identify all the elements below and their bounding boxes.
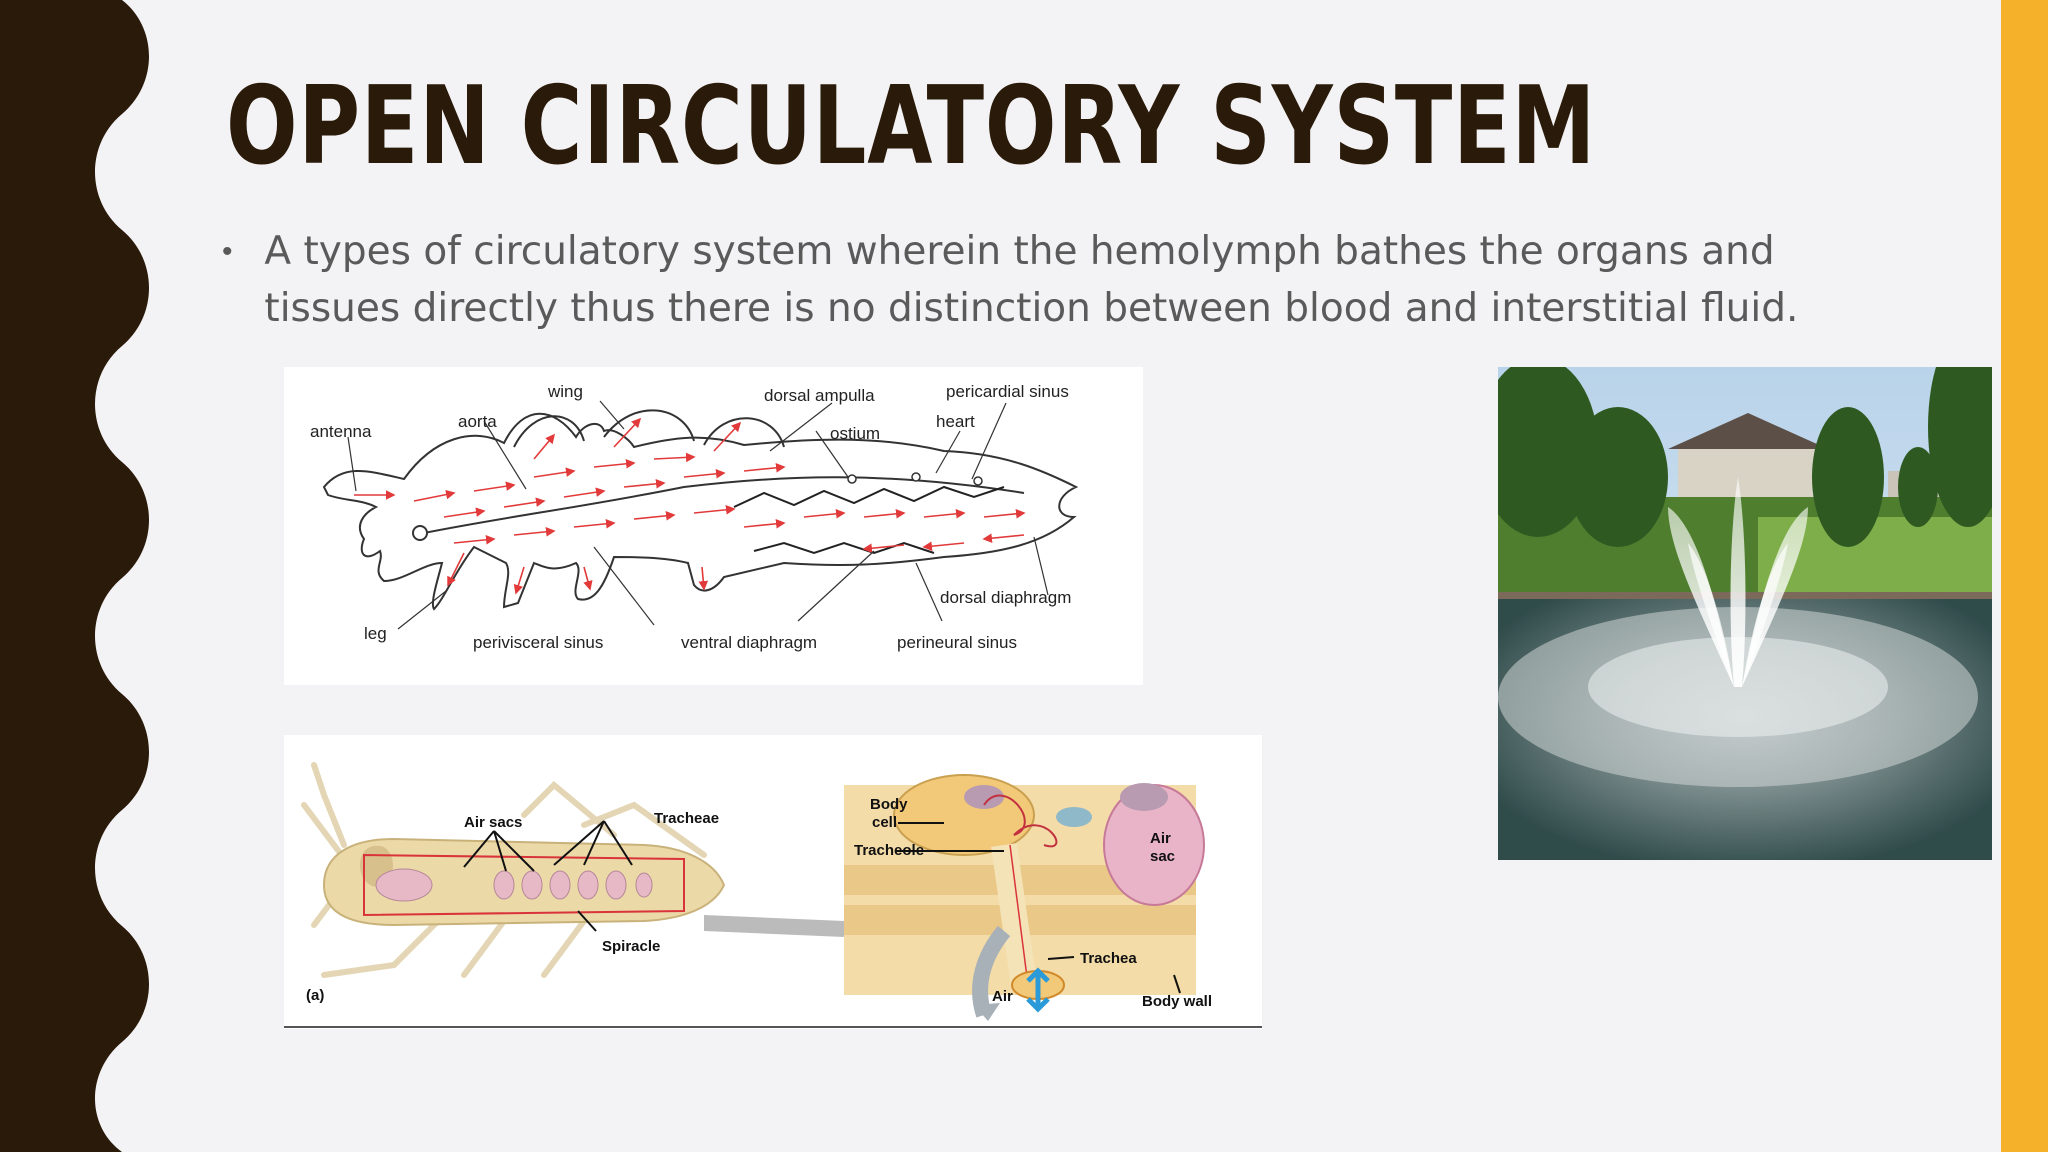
label-body: Body: [870, 796, 908, 813]
label-spiracle: Spiracle: [602, 938, 660, 955]
label-ostium: ostium: [830, 424, 880, 443]
label-trachea: Trachea: [1080, 950, 1137, 967]
label-tracheole: Tracheole: [854, 842, 924, 859]
bullet-item: • A types of circulatory system wherein …: [222, 223, 1882, 337]
accent-bar: [2001, 0, 2048, 1152]
label-tracheae: Tracheae: [654, 810, 719, 827]
bullet-dot: •: [222, 235, 233, 268]
wavy-left-border: [0, 0, 149, 1152]
bullet-text: A types of circulatory system wherein th…: [264, 229, 1799, 331]
label-perineural-sinus: perineural sinus: [897, 633, 1017, 652]
label-cell: cell: [872, 814, 897, 831]
heart-tube: [423, 476, 1025, 534]
label-air-sacs: Air sacs: [464, 814, 522, 831]
label-heart: heart: [936, 412, 975, 431]
insect-diagram-svg: wing dorsal ampulla pericardial sinus an…: [310, 382, 1079, 652]
label-dorsal-diaphragm: dorsal diaphragm: [940, 588, 1071, 607]
label-aorta: aorta: [458, 412, 497, 431]
label-air-sac-line2: sac: [1150, 848, 1175, 865]
label-dorsal-ampulla: dorsal ampulla: [764, 386, 875, 405]
label-air: Air: [992, 988, 1013, 1005]
label-body-wall: Body wall: [1142, 993, 1212, 1010]
insect-body-outline: [322, 412, 1079, 611]
label-perivisceral-sinus: perivisceral sinus: [473, 633, 603, 652]
label-air-sac-line1: Air: [1150, 830, 1171, 847]
label-ventral-diaphragm: ventral diaphragm: [681, 633, 817, 652]
label-wing: wing: [547, 382, 583, 401]
insect-circulation-diagram: wing dorsal ampulla pericardial sinus an…: [284, 367, 1143, 685]
grasshopper-tracheal-diagram: Air sacs Tracheae Spiracle (a) Body cell…: [284, 735, 1262, 1029]
label-leg: leg: [364, 624, 387, 643]
label-pericardial-sinus: pericardial sinus: [946, 382, 1069, 401]
grasshopper-diagram-svg: Air sacs Tracheae Spiracle (a) Body cell…: [284, 735, 1262, 1029]
label-antenna: antenna: [310, 422, 372, 441]
hemolymph-flow-arrows: [354, 417, 1026, 595]
fountain-pond-photo: [1498, 367, 1992, 860]
label-panel-a: (a): [306, 987, 324, 1004]
fountain-photo-svg: [1498, 367, 1992, 860]
slide-title: OPEN CIRCULATORY SYSTEM: [226, 64, 1597, 189]
